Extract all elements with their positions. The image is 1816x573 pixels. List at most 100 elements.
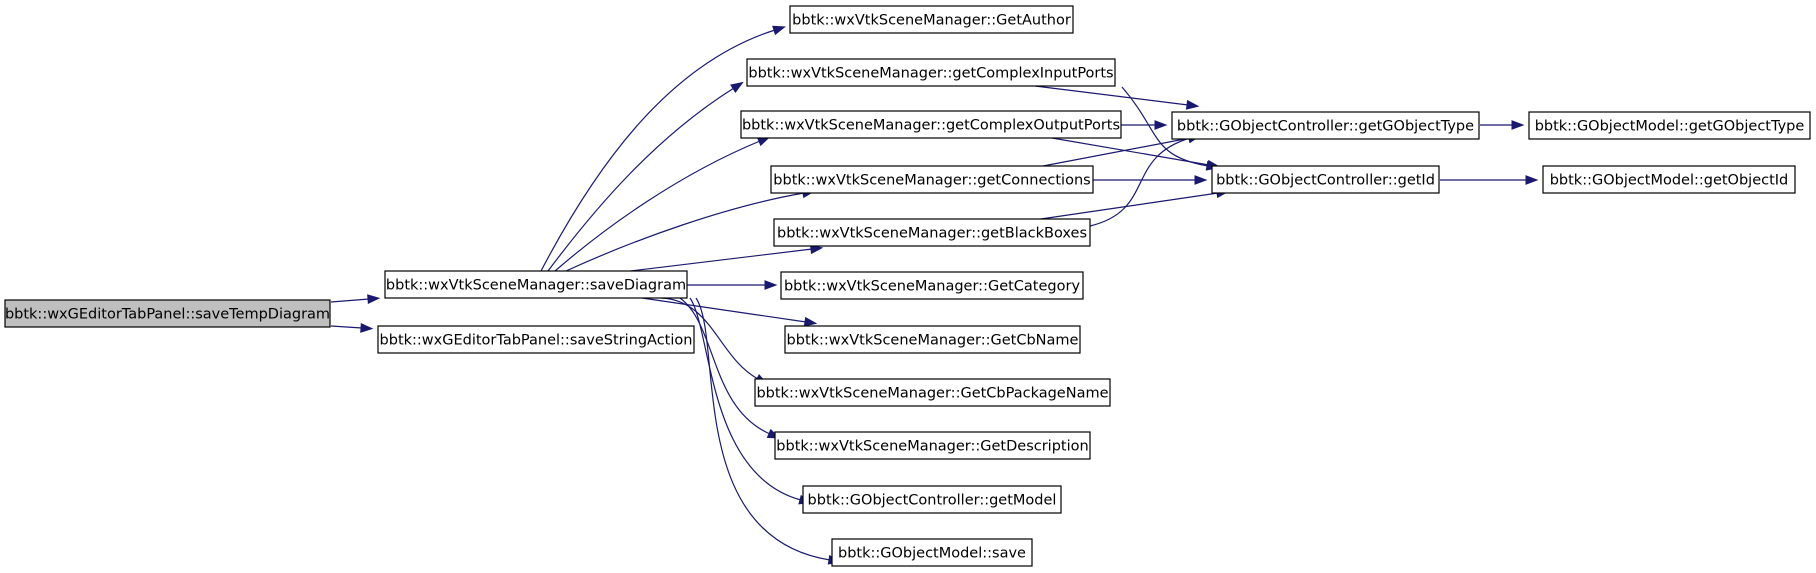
edge-saveTempDiagram-to-saveDiagram xyxy=(330,294,381,305)
node-label: bbtk::GObjectModel::save xyxy=(838,546,1026,562)
node-label: bbtk::wxVtkSceneManager::GetDescription xyxy=(776,439,1088,455)
node-box xyxy=(802,485,1062,514)
node-GetAuthor[interactable]: bbtk::wxVtkSceneManager::GetAuthor xyxy=(789,5,1074,34)
node-saveDiagram[interactable]: bbtk::wxVtkSceneManager::saveDiagram xyxy=(384,270,688,299)
node-label: bbtk::wxVtkSceneManager::saveDiagram xyxy=(386,278,686,294)
node-label: bbtk::wxVtkSceneManager::getBlackBoxes xyxy=(777,226,1087,242)
arrowhead xyxy=(764,280,778,290)
node-model_getGObjectType[interactable]: bbtk::GObjectModel::getGObjectType xyxy=(1528,111,1811,140)
arrowhead xyxy=(1525,175,1539,185)
edge-line xyxy=(547,87,735,272)
edge-getComplexOutputPorts-to-getGObjectType xyxy=(1121,120,1168,130)
arrowhead xyxy=(360,322,374,333)
edge-getConnections-to-getId xyxy=(1093,175,1208,185)
arrowhead xyxy=(772,25,786,36)
node-label: bbtk::GObjectModel::getObjectId xyxy=(1550,173,1789,189)
node-box xyxy=(1542,165,1796,194)
arrowhead xyxy=(367,294,381,305)
node-label: bbtk::GObjectModel::getGObjectType xyxy=(1535,119,1805,135)
node-box xyxy=(746,58,1116,87)
node-box xyxy=(774,431,1091,460)
node-box xyxy=(770,165,1094,194)
node-label: bbtk::wxVtkSceneManager::GetAuthor xyxy=(792,13,1071,29)
edge-getId-to-getObjectId xyxy=(1440,175,1539,185)
edge-line xyxy=(540,29,776,272)
node-getBlackBoxes[interactable]: bbtk::wxVtkSceneManager::getBlackBoxes xyxy=(773,218,1091,247)
arrowhead xyxy=(1154,120,1168,130)
node-saveStringAction[interactable]: bbtk::wxGEditorTabPanel::saveStringActio… xyxy=(377,325,695,354)
arrowhead xyxy=(730,81,744,93)
node-box xyxy=(780,271,1084,300)
edge-saveDiagram-to-getComplexInputPorts xyxy=(547,81,744,272)
edge-line xyxy=(1033,192,1219,221)
node-label: bbtk::wxGEditorTabPanel::saveTempDiagram xyxy=(5,307,330,323)
edge-line xyxy=(695,297,831,561)
edge-saveTempDiagram-to-saveStringAction xyxy=(330,322,374,333)
node-box xyxy=(384,270,688,299)
node-getComplexOutputPorts[interactable]: bbtk::wxVtkSceneManager::getComplexOutpu… xyxy=(740,110,1122,139)
node-label: bbtk::GObjectController::getId xyxy=(1216,173,1435,189)
node-box xyxy=(773,218,1091,247)
node-GetDescription[interactable]: bbtk::wxVtkSceneManager::GetDescription xyxy=(774,431,1091,460)
node-GetCbPackageName[interactable]: bbtk::wxVtkSceneManager::GetCbPackageNam… xyxy=(754,378,1111,407)
edge-getComplexOutputPorts-to-getId xyxy=(1051,137,1221,170)
edge-line xyxy=(554,140,761,272)
node-box xyxy=(1211,165,1440,194)
edge-line xyxy=(1089,137,1191,227)
node-label: bbtk::wxVtkSceneManager::getComplexInput… xyxy=(748,66,1113,82)
arrowhead xyxy=(1511,120,1525,130)
edge-line xyxy=(330,298,370,303)
node-label: bbtk::wxGEditorTabPanel::saveStringActio… xyxy=(380,333,693,349)
node-saveTempDiagram[interactable]: bbtk::wxGEditorTabPanel::saveTempDiagram xyxy=(4,299,331,328)
edge-getGObjectType-to-model_getGObjectType xyxy=(1480,120,1525,130)
node-box xyxy=(789,5,1074,34)
node-box xyxy=(754,378,1111,407)
node-getObjectId[interactable]: bbtk::GObjectModel::getObjectId xyxy=(1542,165,1796,194)
node-getComplexInputPorts[interactable]: bbtk::wxVtkSceneManager::getComplexInput… xyxy=(746,58,1116,87)
node-GetCategory[interactable]: bbtk::wxVtkSceneManager::GetCategory xyxy=(780,271,1084,300)
edge-saveDiagram-to-getComplexOutputPorts xyxy=(554,136,771,272)
edge-line xyxy=(565,192,805,272)
edge-getBlackBoxes-to-getId xyxy=(1033,188,1230,221)
edges-layer xyxy=(330,25,1539,565)
edge-saveDiagram-to-getBlackBoxes xyxy=(621,244,824,273)
node-box xyxy=(4,299,331,328)
edge-saveDiagram-to-GetAuthor xyxy=(540,25,786,272)
edge-line xyxy=(689,297,802,501)
node-getModel[interactable]: bbtk::GObjectController::getModel xyxy=(802,485,1062,514)
node-label: bbtk::GObjectController::getModel xyxy=(808,493,1057,509)
node-label: bbtk::wxVtkSceneManager::GetCbPackageNam… xyxy=(756,386,1108,402)
node-save[interactable]: bbtk::GObjectModel::save xyxy=(831,538,1033,567)
edge-line xyxy=(679,297,771,435)
edge-line xyxy=(1051,137,1210,166)
edge-line xyxy=(660,297,759,380)
node-getGObjectType[interactable]: bbtk::GObjectController::getGObjectType xyxy=(1171,111,1480,140)
node-box xyxy=(784,325,1081,354)
node-box xyxy=(1528,111,1811,140)
edge-line xyxy=(1042,137,1191,167)
node-GetCbName[interactable]: bbtk::wxVtkSceneManager::GetCbName xyxy=(784,325,1081,354)
edge-line xyxy=(1034,85,1189,106)
node-label: bbtk::GObjectController::getGObjectType xyxy=(1177,119,1474,135)
arrowhead xyxy=(1185,99,1200,110)
edge-saveDiagram-to-GetDescription xyxy=(679,297,781,439)
node-getConnections[interactable]: bbtk::wxVtkSceneManager::getConnections xyxy=(770,165,1094,194)
edge-saveDiagram-to-GetCbName xyxy=(641,297,818,327)
node-box xyxy=(831,538,1033,567)
edge-line xyxy=(641,297,807,323)
arrowhead xyxy=(803,316,818,327)
node-box xyxy=(1171,111,1480,140)
node-label: bbtk::wxVtkSceneManager::GetCategory xyxy=(784,279,1080,295)
node-label: bbtk::wxVtkSceneManager::getComplexOutpu… xyxy=(742,118,1120,134)
nodes-layer: bbtk::wxGEditorTabPanel::saveTempDiagram… xyxy=(4,5,1811,567)
node-box xyxy=(377,325,695,354)
arrowhead xyxy=(1194,175,1208,185)
edge-saveDiagram-to-GetCategory xyxy=(687,280,778,290)
edge-line xyxy=(621,248,813,273)
node-label: bbtk::wxVtkSceneManager::getConnections xyxy=(773,173,1090,189)
edge-line xyxy=(330,325,363,329)
node-box xyxy=(740,110,1122,139)
node-getId[interactable]: bbtk::GObjectController::getId xyxy=(1211,165,1440,194)
edge-getComplexInputPorts-to-getGObjectType xyxy=(1034,85,1200,110)
